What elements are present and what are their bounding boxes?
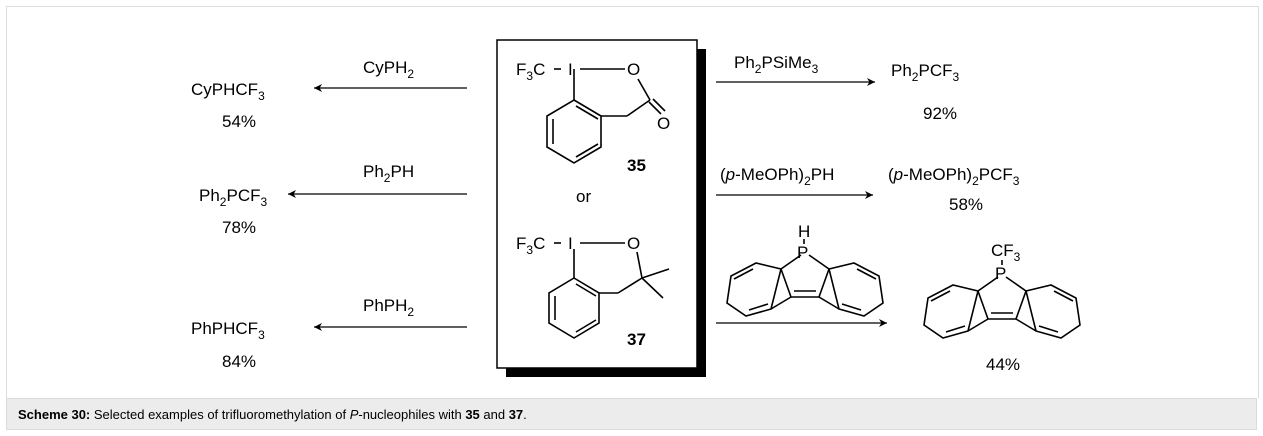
caption-num-35: 35 [465, 407, 480, 422]
caption-num-37: 37 [508, 407, 524, 422]
or-label: or [576, 187, 591, 206]
right-1-product: Ph2PCF3 [891, 61, 959, 84]
right-2-reagent: (p-MeOPh)2PH [720, 165, 834, 188]
reagent-35-structure [546, 68, 666, 164]
left-1-yield: 54% [222, 112, 256, 131]
right-2-yield: 58% [949, 195, 983, 214]
reagent-35-number: 35 [627, 156, 646, 175]
product-phosphorus: P [995, 264, 1006, 283]
product-cf3-label: CF3 [991, 241, 1021, 264]
dibenzophosphole-product-structure [923, 260, 1081, 339]
caption-p-italic: P [349, 407, 359, 422]
left-1-reagent: CyPH2 [363, 58, 414, 81]
reagent-37-number: 37 [627, 330, 646, 349]
left-3-product: PhPHCF3 [191, 319, 265, 342]
reagent-ph-hydrogen: H [798, 222, 810, 241]
left-3-yield: 84% [222, 352, 256, 371]
caption-end: . [523, 407, 527, 422]
dibenzophosphole-reagent-structure [726, 254, 884, 317]
reagent-box [496, 39, 698, 369]
caption-text-1: Selected examples of trifluoromethylatio… [90, 407, 350, 422]
reagent-35-iodine: I [568, 60, 573, 79]
right-2-product: (p-MeOPh)2PCF3 [888, 165, 1020, 188]
figure-caption: Scheme 30: Selected examples of trifluor… [18, 407, 527, 422]
caption-bar: Scheme 30: Selected examples of trifluor… [6, 398, 1257, 430]
right-1-reagent: Ph2PSiMe3 [734, 53, 819, 76]
reagent-37-cf3-label: F3C [516, 234, 545, 257]
reagent-35-oxygen: O [627, 60, 640, 79]
right-1-yield: 92% [923, 104, 957, 123]
scheme-area: F3C I O O 35 or F3C I [6, 6, 1259, 398]
reaction-scheme: F3C I O O 35 or F3C I [191, 39, 1081, 377]
reagent-37-structure [548, 242, 670, 339]
left-1-product: CyPHCF3 [191, 80, 265, 103]
reagent-37-oxygen: O [627, 234, 640, 253]
caption-label: Scheme 30: [18, 407, 91, 422]
reagent-35-carbonyl-oxygen: O [657, 114, 670, 133]
caption-and: and [479, 407, 509, 422]
reagent-35-cf3-label: F3C [516, 60, 545, 83]
left-3-reagent: PhPH2 [363, 296, 414, 319]
left-2-yield: 78% [222, 218, 256, 237]
left-2-reagent: Ph2PH [363, 162, 414, 185]
caption-text-2: -nucleophiles with [358, 407, 466, 422]
reagent-37-iodine: I [568, 234, 573, 253]
left-2-product: Ph2PCF3 [199, 186, 267, 209]
right-3-yield: 44% [986, 355, 1020, 374]
reagent-ph-phosphorus: P [797, 243, 808, 262]
